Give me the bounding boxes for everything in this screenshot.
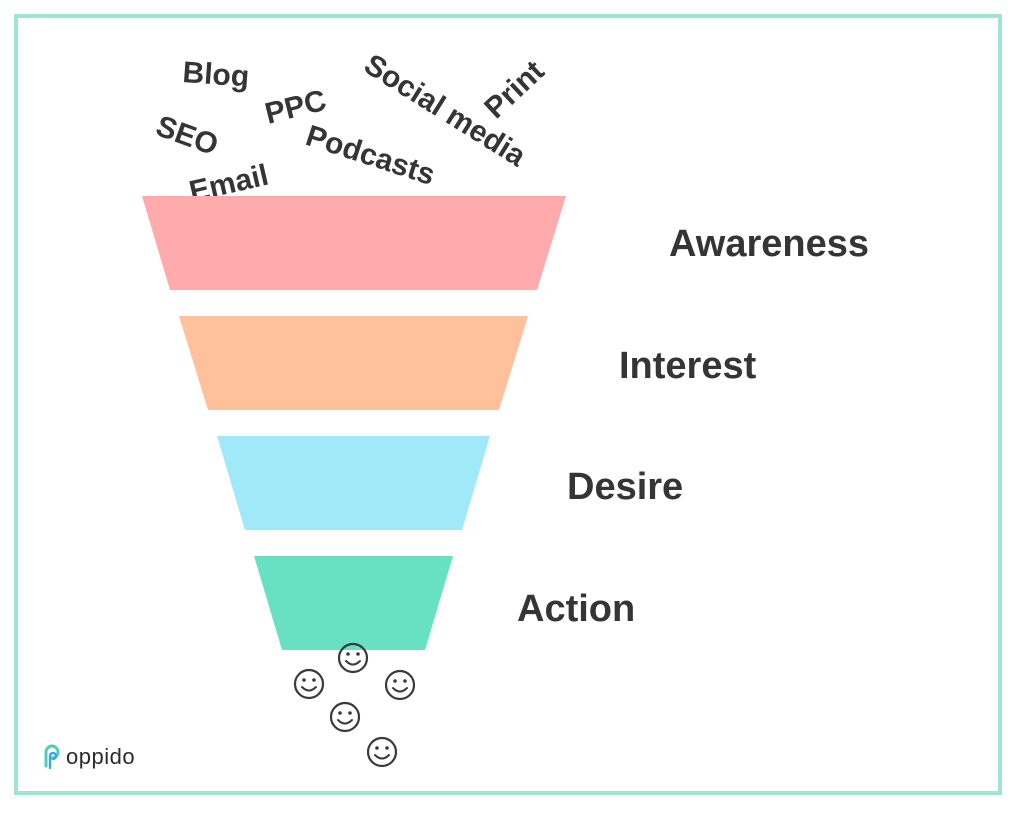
funnel-stage-awareness — [142, 196, 566, 290]
smiley-face-icon — [366, 736, 398, 768]
channel-words: Blog PPC Social media Print SEO Email Po… — [152, 48, 551, 196]
customer-smileys — [293, 642, 416, 768]
funnel-stage-action — [254, 556, 453, 650]
stage-label-action: Action — [517, 588, 635, 630]
stage-label-awareness: Awareness — [669, 223, 869, 265]
oppido-logo: oppido — [40, 744, 135, 770]
diagram-frame — [14, 14, 1002, 795]
smiley-face-icon — [293, 668, 325, 700]
logo-text: oppido — [66, 744, 136, 769]
smiley-face-icon — [329, 701, 361, 733]
channel-blog: Blog — [182, 56, 251, 94]
funnel-stage-interest — [179, 316, 528, 410]
channel-print: Print — [478, 54, 550, 125]
stage-label-desire: Desire — [567, 466, 683, 508]
oppido-logo-icon — [44, 744, 60, 770]
channel-podcasts: Podcasts — [302, 119, 439, 192]
funnel-stage-desire — [217, 436, 490, 530]
smiley-face-icon — [384, 669, 416, 701]
smiley-face-icon — [337, 642, 369, 674]
stage-label-interest: Interest — [619, 345, 757, 387]
channel-seo: SEO — [152, 110, 223, 163]
